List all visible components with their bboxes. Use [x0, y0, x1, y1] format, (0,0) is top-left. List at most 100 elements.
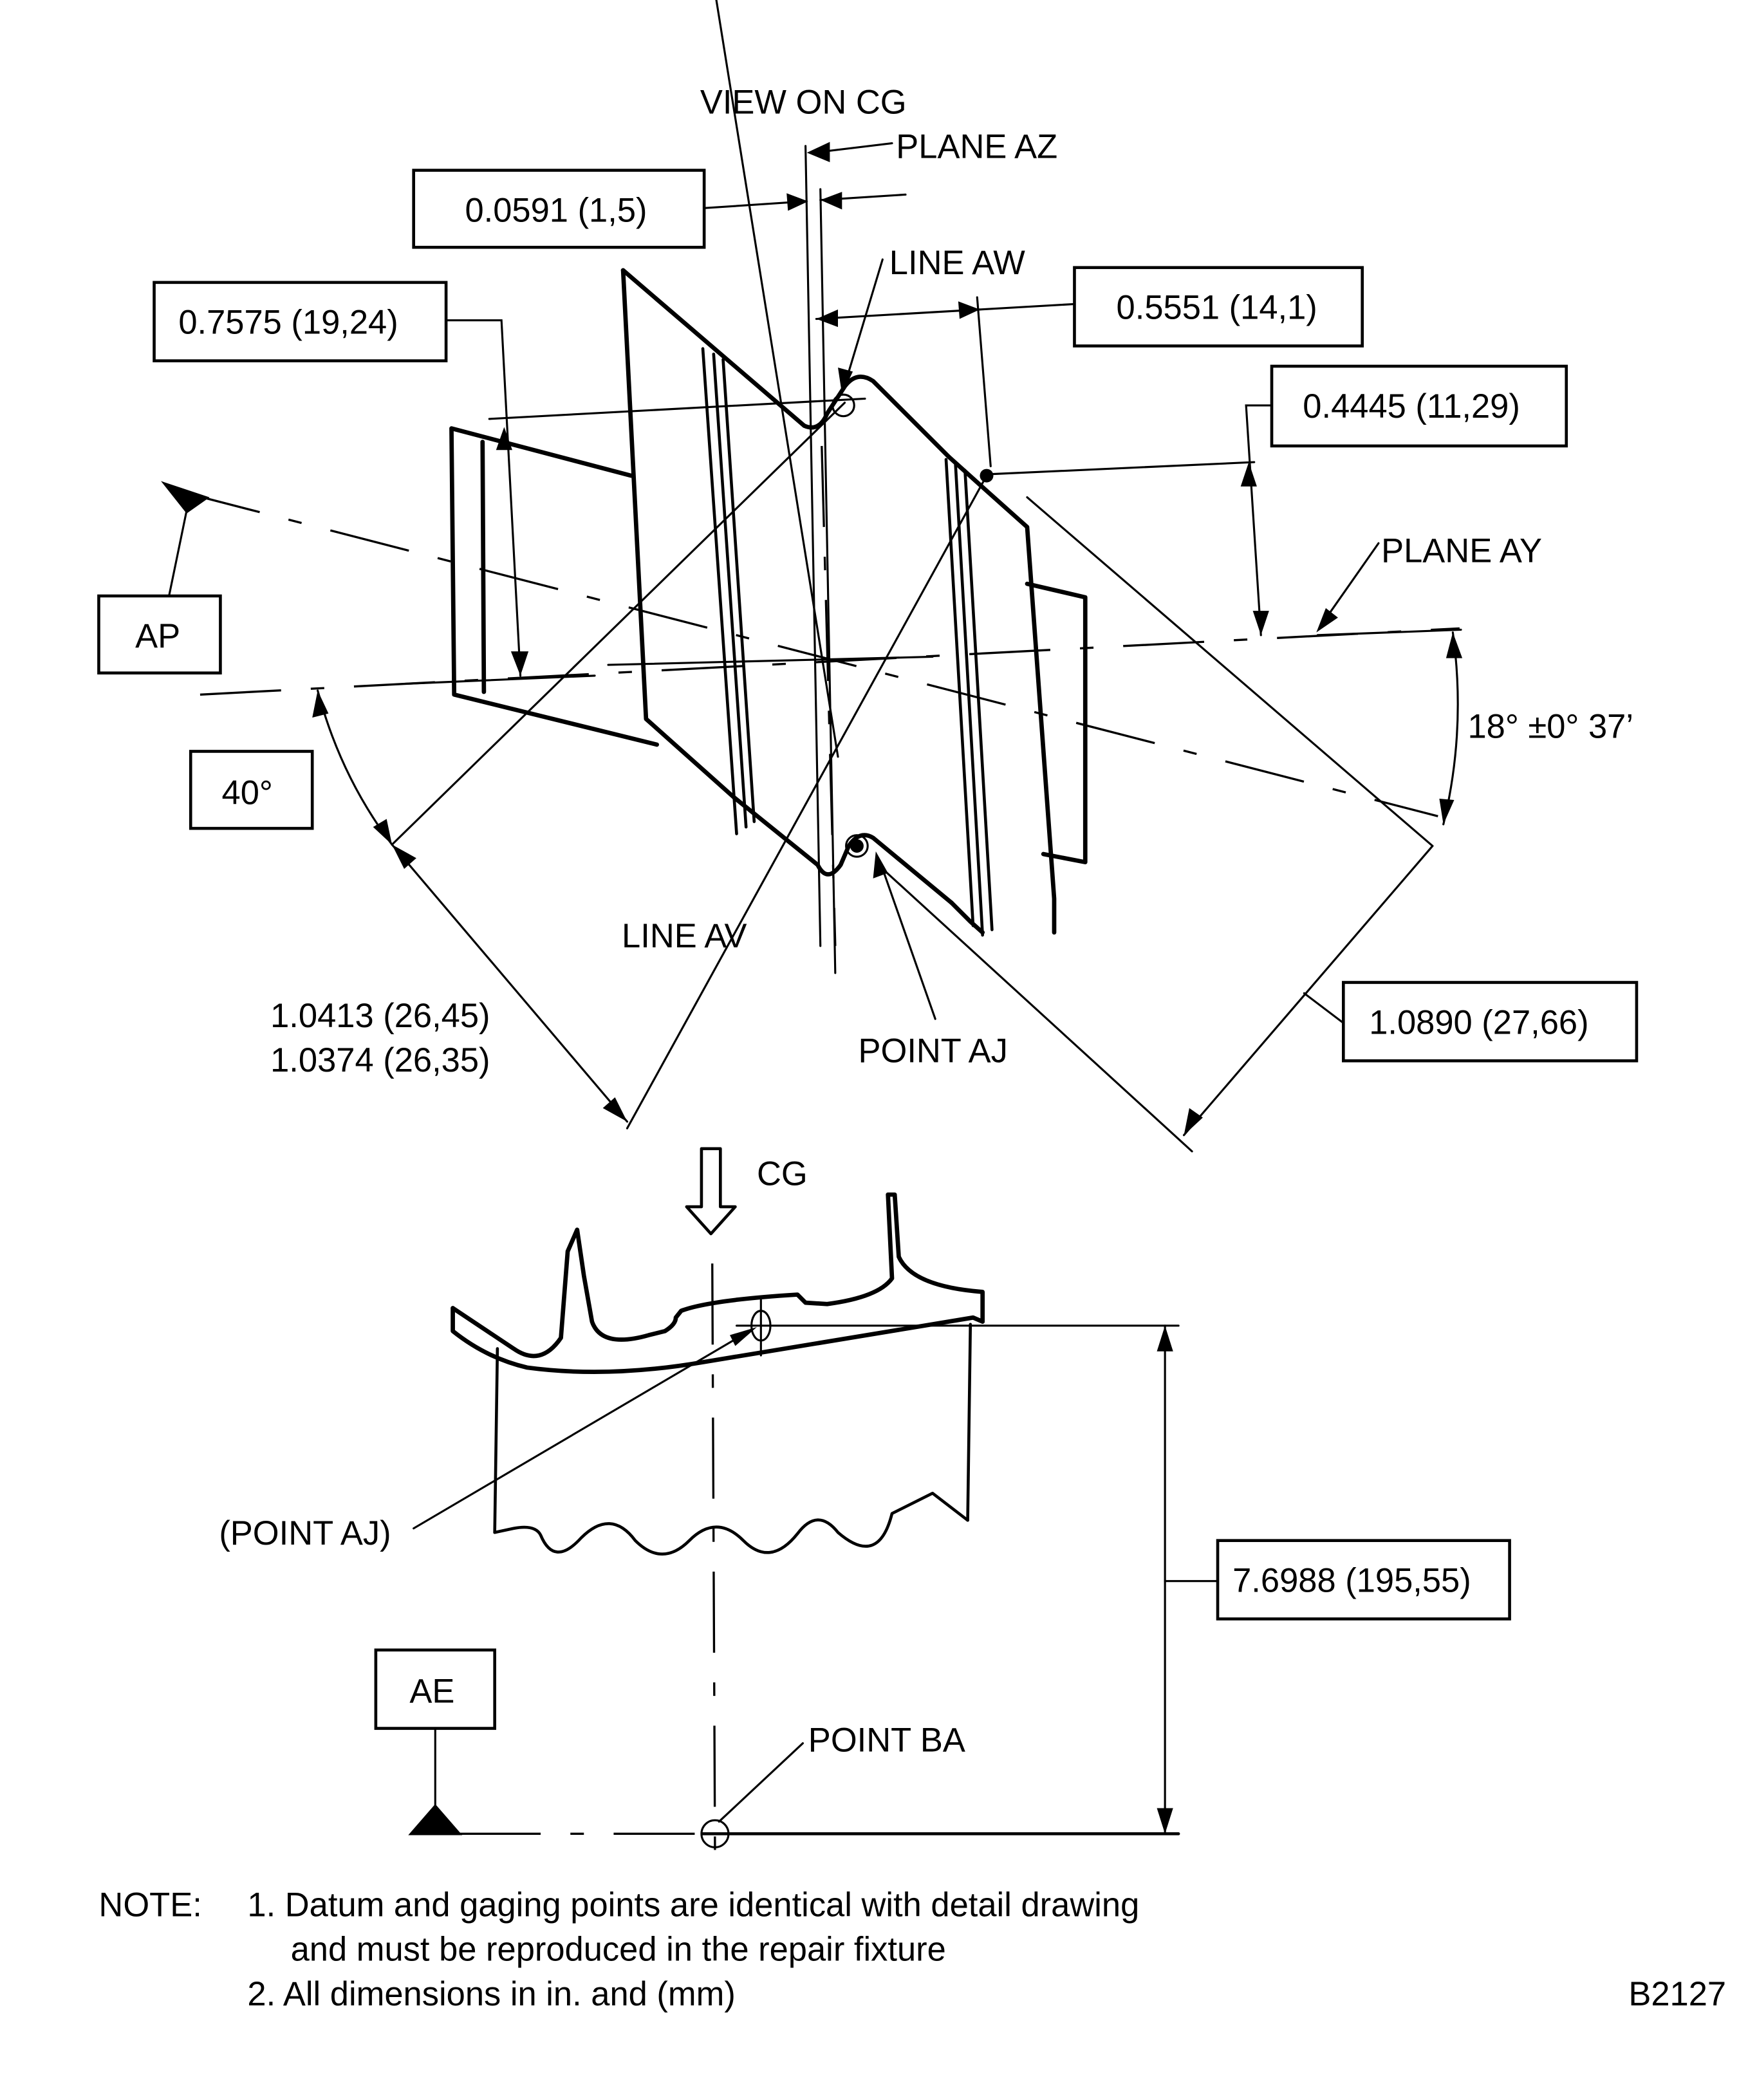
line-aw-leader: [843, 258, 884, 387]
bottom-view: CG (POINT AJ) 7.6988 (195,55) AE: [219, 1147, 1511, 1852]
dim-1089-ext-bottom: [880, 866, 1193, 1153]
airfoil-seal-left-2: [712, 352, 748, 829]
airfoil-left-platform: [449, 426, 660, 747]
dim-4445: 0.4445 (11,29): [1303, 387, 1520, 425]
line-av-leader: [715, 0, 839, 758]
dim-box-0591: [412, 169, 706, 249]
dim-4445-arrow-bottom: [1252, 611, 1269, 635]
dim-7575-arrow-top: [496, 427, 512, 451]
angle-18-arc: [1442, 631, 1459, 826]
dim-5551-arrow-left: [816, 309, 839, 328]
datum-ap-leader: [168, 510, 188, 597]
dim-7575-arrow-bottom: [510, 651, 529, 676]
dim-box-7698: [1216, 1539, 1511, 1621]
note-2: 2. All dimensions in in. and (mm): [247, 1975, 735, 2013]
dim-1037-min: 1.0374 (26,35): [270, 1041, 490, 1079]
plane-az-label: PLANE AZ: [896, 128, 1057, 166]
airfoil-seal-right-2: [954, 463, 984, 937]
airfoil-seal-right-3: [963, 469, 994, 931]
angle-40: 40°: [222, 774, 273, 812]
angle-18: 18° ±0° 37’: [1467, 707, 1633, 745]
plane-ay-leader: [1321, 542, 1380, 626]
dim-5551-arrow-right: [958, 301, 980, 319]
dim-box-5551: [1073, 266, 1364, 348]
airfoil-plate-left-top: [620, 268, 806, 428]
note-prefix: NOTE:: [98, 1886, 201, 1924]
dim-1089: 1.0890 (27,66): [1369, 1003, 1588, 1041]
blade-centerline: [711, 1263, 716, 1852]
dim-box-1089: [1342, 981, 1639, 1063]
cg-arrow-label: CG: [757, 1155, 808, 1193]
airfoil-body-bottom: [731, 795, 954, 905]
dim-0591-arrow-left: [786, 193, 808, 211]
blade-break-line: [493, 1491, 969, 1556]
airfoil-seal-left-3: [721, 358, 756, 823]
airfoil-left-platform-inner: [480, 440, 487, 694]
airfoil-seal-left-1: [701, 347, 738, 835]
dim-1041-arrow-top: [392, 844, 416, 869]
point-aj-leader: [880, 864, 936, 1020]
plane-az-offset-line: [819, 188, 837, 974]
dim-1089-arrow: [1184, 1108, 1203, 1135]
point-aw-top-marker: [832, 393, 855, 418]
airfoil-plate-right-bottom: [949, 900, 985, 935]
airfoil-body-top: [802, 375, 951, 460]
dim-7698-arrow-bottom: [1157, 1808, 1173, 1834]
line-av-label: LINE AV: [622, 917, 747, 955]
notes: NOTE: 1. Datum and gaging points are ide…: [98, 1886, 1726, 2013]
dim-0591-arrow-right: [820, 192, 842, 210]
blade-right-edge: [966, 1323, 972, 1522]
angle-40-arrow-bottom: [373, 819, 393, 845]
dim-4445-ext: [985, 461, 1256, 476]
datum-ap-label: AP: [135, 617, 180, 655]
point-ba-label: POINT BA: [808, 1721, 965, 1759]
airfoil-seal-right-1: [944, 458, 975, 927]
datum-ae-triangle: [408, 1804, 463, 1835]
angle-18-ext-top: [1316, 628, 1462, 637]
angle-18-arrow-top: [1446, 632, 1463, 658]
dim-5551-extension: [976, 296, 992, 467]
point-ba-marker: [700, 1819, 730, 1848]
dim-5551: 0.5551 (14,1): [1117, 289, 1317, 327]
plane-ay-arrowhead: [1316, 608, 1338, 633]
dim-5551-line: [815, 302, 1076, 321]
dim-1041-line: [391, 843, 629, 1123]
dim-7575: 0.7575 (19,24): [178, 304, 398, 342]
dim-7698: 7.6988 (195,55): [1232, 1561, 1471, 1599]
dim-1089-ext: [1026, 496, 1434, 848]
cg-view-arrow: [685, 1147, 737, 1236]
plane-ay-centerline: [200, 627, 1460, 696]
point-aj-ref-arrowhead: [730, 1326, 758, 1346]
plane-az-line: [804, 145, 822, 947]
dim-box-7575: [153, 281, 448, 362]
blade-left-edge: [493, 1347, 499, 1534]
center-cross-h: [607, 655, 934, 666]
top-view: VIEW ON CG PLANE AZ 0.0591 (1,5) LINE AW…: [97, 0, 1639, 1153]
point-aj-marker: [850, 839, 864, 853]
figure-id: B2127: [1628, 1975, 1726, 2013]
dim-7698-arrow-top: [1157, 1325, 1173, 1352]
point-ba-leader: [718, 1742, 804, 1823]
datum-ae-box: [374, 1648, 496, 1730]
airfoil-right-platform: [1025, 581, 1088, 864]
shroud-outline: [451, 1192, 985, 1359]
datum-ap-triangle: [161, 481, 210, 514]
plane-az-arrowhead: [806, 142, 830, 162]
note-1: 1. Datum and gaging points are identical…: [247, 1886, 1139, 1924]
dim-1089-line: [1182, 844, 1434, 1137]
airfoil-plate-right: [946, 454, 1057, 935]
dim-1089-leader: [1303, 992, 1344, 1025]
point-aj-circle: [845, 834, 869, 858]
point-aj-arrowhead: [873, 851, 888, 878]
line-av-upper: [391, 402, 846, 846]
dim-box-4445: [1270, 364, 1568, 448]
angle-40-box: [189, 750, 314, 830]
dim-1041-max: 1.0413 (26,45): [270, 997, 490, 1035]
note-1-cont: and must be reproduced in the repair fix…: [291, 1931, 946, 1969]
dim-7575-leader: [445, 319, 522, 677]
dim-4445-leader: [1245, 404, 1273, 637]
plane-ap-centerline: [181, 490, 1438, 817]
point-aj-label: POINT AJ: [859, 1032, 1008, 1070]
datum-ae-label: AE: [409, 1673, 454, 1711]
